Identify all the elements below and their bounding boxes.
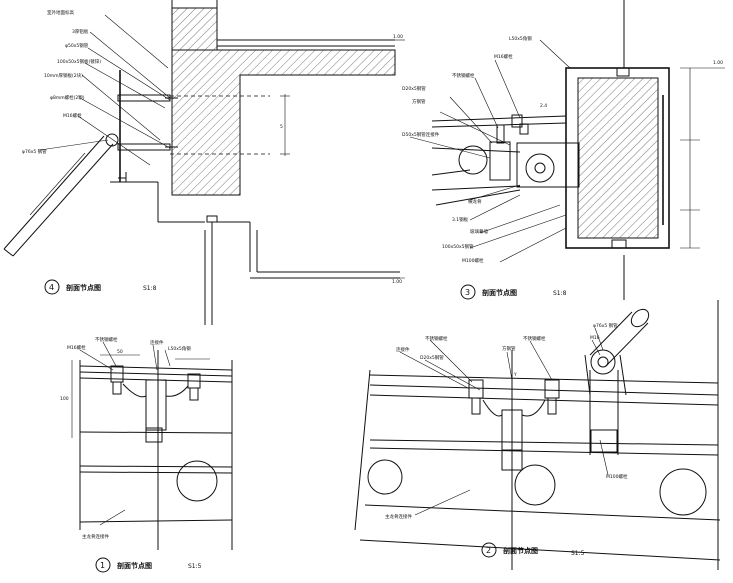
level-mark: 1.00 — [393, 34, 403, 40]
label-4-1: 3厚铝板 — [72, 28, 89, 35]
label-2-8: 主龙骨连接件 — [385, 513, 412, 520]
detail-number-circle — [44, 279, 60, 295]
label-2-7: M100螺栓 — [606, 473, 628, 480]
dim-label: 5 — [280, 124, 283, 130]
concrete-slab — [171, 49, 396, 196]
bolt-assembly — [110, 365, 201, 401]
dim-label: 100 — [60, 396, 69, 402]
label-3-6: 横龙骨 — [468, 198, 482, 205]
bolt-assembly — [468, 379, 560, 417]
label-2-3: 方钢管 — [502, 345, 516, 352]
concrete-core — [577, 77, 659, 239]
label-2-1: 连接件 — [396, 346, 410, 353]
level-mark: 1.00 — [392, 279, 402, 285]
leader-lines — [79, 341, 171, 526]
anchor-block — [145, 427, 163, 443]
detail-number: 3 — [465, 288, 470, 297]
detail-title: 剖面节点图 — [503, 546, 538, 555]
concrete-wall-upper — [171, 7, 218, 51]
detail-scale: S1:8 — [143, 285, 157, 292]
label-1-1: M16螺栓 — [67, 344, 86, 351]
label-3-10: M100螺栓 — [462, 257, 484, 264]
detail-number: 4 — [49, 283, 54, 292]
dim-label: Y — [513, 372, 517, 378]
leader-lines — [399, 327, 609, 516]
tube-circle — [525, 153, 555, 183]
detail-number-circle — [460, 284, 476, 300]
detail-scale: S1:5 — [571, 550, 585, 557]
detail-title: 剖面节点图 — [117, 561, 152, 570]
detail-2: 不锈钢螺栓 连接件 D20x5钢管 方钢管 不锈钢螺栓 φ76x5 钢管 M16… — [354, 300, 721, 570]
label-2-6: M16 — [590, 335, 600, 341]
detail-scale: S1:8 — [553, 290, 567, 297]
label-4-6: M16螺栓 — [63, 112, 82, 119]
detail-number: 1 — [100, 561, 105, 570]
label-2-2: D20x5钢管 — [420, 354, 444, 361]
label-2-5: φ76x5 钢管 — [593, 322, 618, 329]
label-4-0: 室外地面标高 — [47, 9, 74, 16]
label-2-4: 不锈钢螺栓 — [523, 335, 546, 342]
label-3-9: 100x50x5钢管 — [442, 243, 474, 250]
dim-label: 2.4 — [540, 103, 547, 109]
label-3-8: 玻璃幕墙 — [470, 228, 488, 235]
label-4-3: 100x50x5钢板(镀锌) — [57, 58, 101, 65]
dim-label: 50 — [117, 349, 123, 355]
detail-3: 1.00 2.4 L50x5角钢 M16螺栓 不锈钢螺栓 D20x5钢管 方钢管… — [402, 0, 725, 300]
detail-scale: S1:5 — [188, 563, 202, 570]
label-4-7: φ76x5 钢管 — [22, 148, 47, 155]
label-3-5: D50x5钢管连接件 — [402, 131, 440, 138]
label-1-2: 连接件 — [150, 339, 164, 346]
label-3-4: 方钢管 — [412, 98, 426, 105]
label-3-3: D20x5钢管 — [402, 85, 426, 92]
label-4-4: 10mm厚钢板(2块) — [44, 72, 83, 79]
label-1-5: 主龙骨连接件 — [82, 533, 109, 540]
label-3-7: 3.1钢板 — [452, 216, 469, 223]
label-3-0: L50x5角钢 — [509, 35, 532, 42]
diagonal-tube — [3, 135, 114, 257]
label-1-3: L50x5角钢 — [168, 345, 191, 352]
bracket-plate — [516, 142, 580, 188]
label-4-5: φ8mm螺栓(2颗) — [50, 94, 85, 101]
anchor-block — [501, 449, 523, 471]
label-2-0: 不锈钢螺栓 — [425, 335, 448, 342]
leader-lines — [39, 14, 171, 166]
detail-title: 剖面节点图 — [66, 283, 101, 292]
label-1-0: 不锈钢螺栓 — [95, 336, 118, 343]
label-3-2: 不锈钢螺栓 — [452, 72, 475, 79]
level-mark: 1.00 — [713, 60, 723, 66]
detail-number-circle — [95, 557, 111, 573]
label-4-2: φ50x5钢管 — [65, 42, 89, 49]
detail-title: 剖面节点图 — [482, 288, 517, 297]
tube-circle — [176, 460, 218, 502]
detail-number-circle — [481, 542, 497, 558]
leader-lines — [409, 39, 571, 263]
tube-circle — [514, 464, 556, 506]
detail-4: 5 1.00 1.00 — [3, 0, 405, 325]
label-3-1: M16螺栓 — [494, 53, 513, 60]
detail-1: 50 100 不锈钢螺栓 M16螺栓 连接件 L50x5角钢 主龙骨连接件 1 … — [60, 336, 233, 573]
detail-number: 2 — [486, 546, 491, 555]
